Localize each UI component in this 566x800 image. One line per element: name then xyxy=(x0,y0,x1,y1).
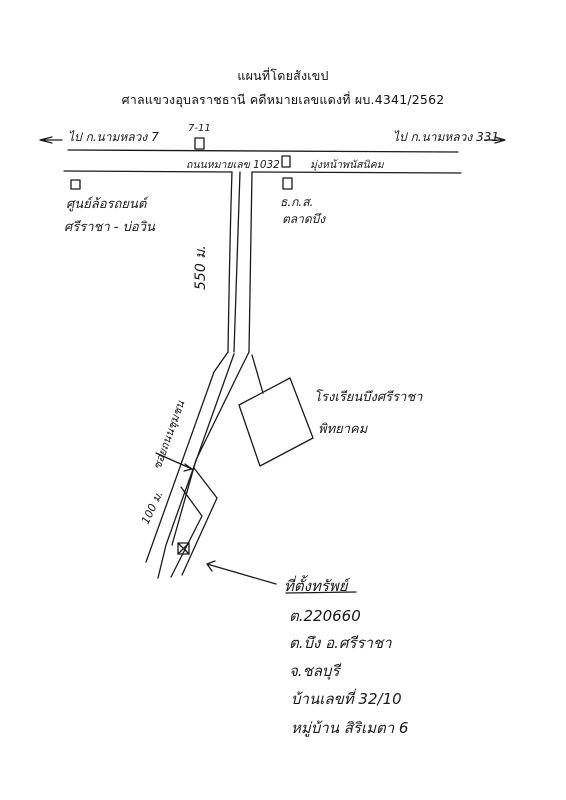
vertical-road-mid xyxy=(233,171,241,353)
shop-label-line2: ศรีราชา - บ่อวิน xyxy=(64,220,155,235)
shop-marker xyxy=(70,179,81,190)
bank-marker xyxy=(282,177,293,190)
target-underline xyxy=(285,591,357,594)
soi-branch-b xyxy=(170,486,203,578)
target-line-2: ต.บึง อ.ศรีราชา xyxy=(289,634,392,652)
school-label-line1: โรงเรียนบึงศรีราชา xyxy=(314,390,423,405)
target-line-5: หมู่บ้าน สิริเมตา 6 xyxy=(291,719,409,737)
store-marker xyxy=(194,137,205,150)
target-title: ที่ตั้งทรัพย์ xyxy=(284,577,348,595)
bank-label-line1: ธ.ก.ส. xyxy=(280,195,314,209)
store-label: 7-11 xyxy=(188,123,211,134)
lane-pointer-arrow xyxy=(155,452,193,472)
bank-label-line2: ตลาดบึง xyxy=(282,212,326,226)
shop-label-line1: ศูนย์ล้อรถยนต์ xyxy=(66,197,147,212)
case-subtitle: ศาลแขวงอุบลราชธานี คดีหมายเลขแดงที่ ผบ.4… xyxy=(121,92,445,107)
diagonal-road-d xyxy=(251,354,264,394)
distance-side-label: 100 ม. xyxy=(139,489,166,526)
diagonal-road-b xyxy=(157,353,235,579)
target-x-icon xyxy=(177,542,190,555)
main-road-top-line xyxy=(67,149,459,153)
diagonal-road-a xyxy=(145,351,229,563)
right-direction-label: ไป ก.นามหลวง 331 xyxy=(393,130,499,144)
target-pointer-arrow xyxy=(206,560,277,585)
distance-main-label: 550 ม. xyxy=(193,245,209,290)
target-marker xyxy=(177,542,190,555)
target-line-1: ต.220660 xyxy=(289,607,361,625)
right-arrow-icon xyxy=(484,136,506,144)
diagonal-road-c xyxy=(171,351,250,546)
main-road-bottom-line xyxy=(63,170,462,174)
road-name-suffix: มุ่งหน้าพนัสนิคม xyxy=(310,159,384,171)
target-line-3: จ.ชลบุรี xyxy=(289,662,340,680)
vertical-road-right xyxy=(248,171,253,353)
road-name-label: ถนนหมายเลข 1032 xyxy=(186,159,280,171)
vertical-road-left xyxy=(227,171,233,353)
road-marker xyxy=(281,155,291,168)
left-arrow-icon xyxy=(39,136,63,144)
target-line-4: บ้านเลขที่ 32/10 xyxy=(291,690,402,708)
left-direction-label: ไป ก.นามหลวง 7 xyxy=(68,130,159,144)
school-building xyxy=(238,377,314,467)
soi-branch-a xyxy=(181,467,218,576)
page-title: แผนที่โดยสังเขป xyxy=(237,68,329,83)
school-label-line2: พิทยาคม xyxy=(318,422,368,437)
